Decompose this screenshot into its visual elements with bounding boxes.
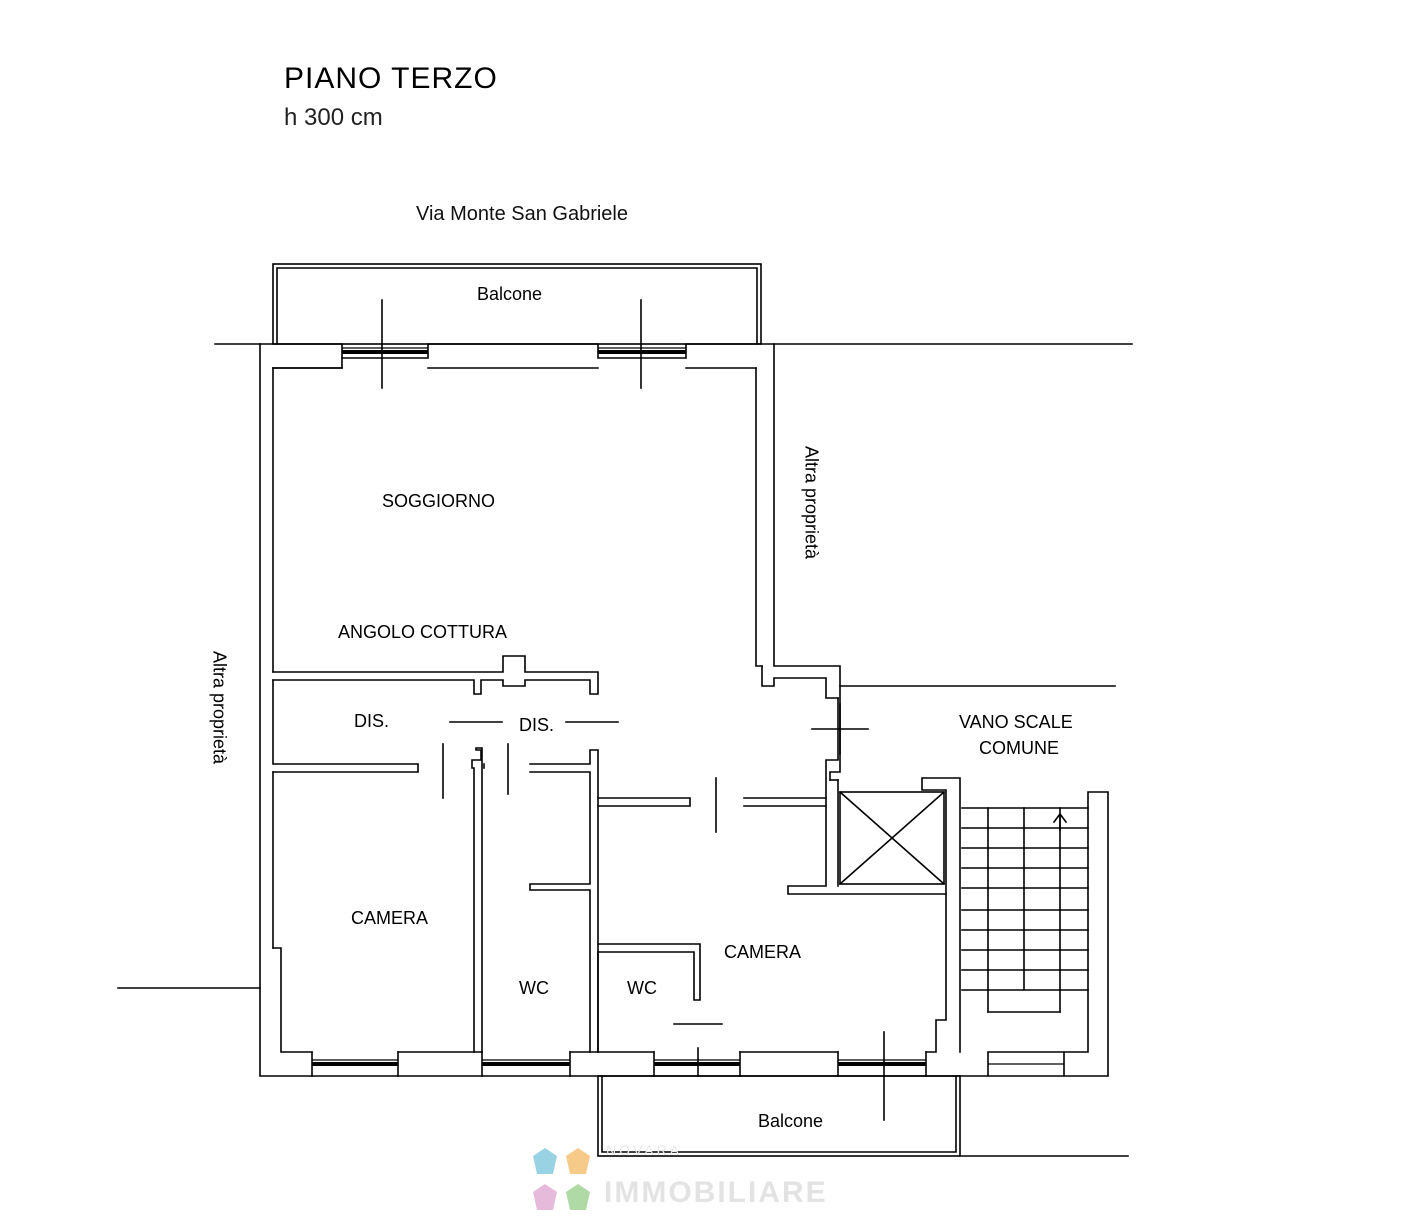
room-soggiorno: SOGGIORNO xyxy=(382,491,496,511)
balcony-bottom-label: Balcone xyxy=(758,1111,824,1131)
stairs-label-line2: COMUNE xyxy=(979,738,1059,758)
room-dis-left: DIS. xyxy=(354,711,390,731)
staircase xyxy=(961,807,1089,1013)
logo-shape-3 xyxy=(533,1184,557,1210)
room-camera-right: CAMERA xyxy=(724,942,802,962)
street-name: Via Monte San Gabriele xyxy=(416,203,628,225)
balcony-top-label: Balcone xyxy=(477,284,543,304)
logo-shape-4 xyxy=(566,1184,590,1210)
neighbor-right-label: Altra proprietà xyxy=(801,445,822,560)
page-title: PIANO TERZO xyxy=(284,62,498,95)
watermark-line2: IMMOBILIARE xyxy=(604,1176,828,1209)
logo-shape-1 xyxy=(533,1148,557,1174)
room-camera-left: CAMERA xyxy=(351,908,429,928)
inner-wall xyxy=(272,357,343,369)
room-angolo-cottura: ANGOLO COTTURA xyxy=(338,622,508,642)
floor-height: h 300 cm xyxy=(284,104,383,131)
balcony-bottom xyxy=(597,1075,961,1157)
room-dis-center: DIS. xyxy=(519,715,555,735)
room-wc-2: WC xyxy=(627,978,657,998)
elevator xyxy=(839,791,945,885)
room-wc-1: WC xyxy=(519,978,549,998)
stairs-label-line1: VANO SCALE xyxy=(959,712,1073,732)
watermark-logo xyxy=(533,1148,590,1210)
watermark-line1: NOVARA xyxy=(606,1142,683,1158)
neighbor-left-label: Altra proprietà xyxy=(209,650,230,765)
logo-shape-2 xyxy=(566,1148,590,1174)
